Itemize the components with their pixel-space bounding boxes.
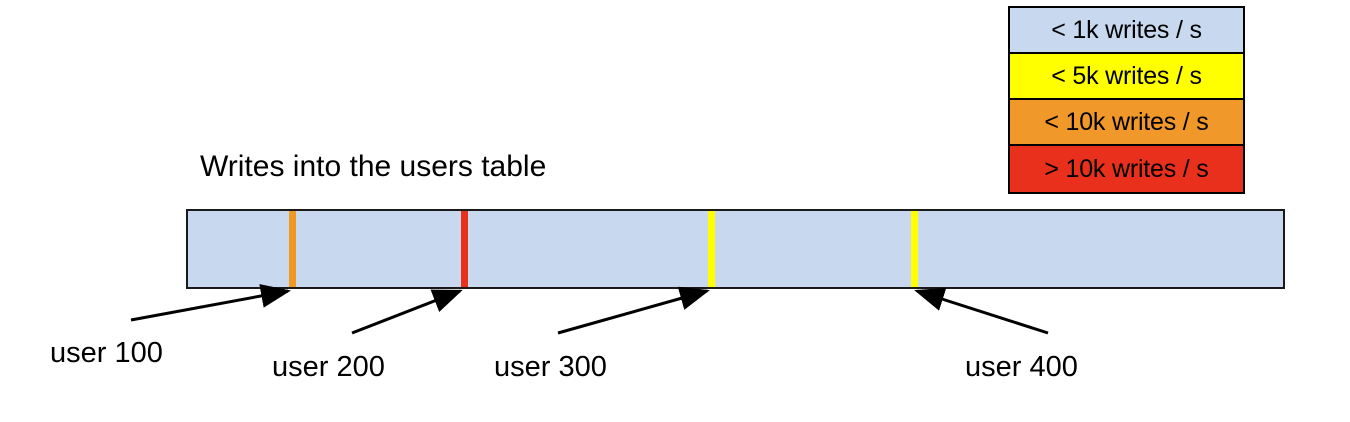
marker-stripe-user-300 bbox=[708, 211, 715, 287]
annotation-label-user-100: user 100 bbox=[50, 337, 163, 369]
legend: < 1k writes / s < 5k writes / s < 10k wr… bbox=[1008, 6, 1245, 194]
legend-label-over-10k: > 10k writes / s bbox=[1044, 154, 1209, 183]
annotation-label-user-200: user 200 bbox=[272, 351, 385, 383]
chart-title: Writes into the users table bbox=[200, 150, 547, 183]
legend-row-over-10k: > 10k writes / s bbox=[1010, 146, 1243, 192]
legend-row-under-10k: < 10k writes / s bbox=[1010, 100, 1243, 146]
arrow-user-400 bbox=[914, 287, 1049, 335]
marker-stripe-user-400 bbox=[911, 211, 918, 287]
legend-label-under-1k: < 1k writes / s bbox=[1051, 15, 1202, 44]
marker-stripe-user-200 bbox=[461, 211, 468, 287]
users-table-band bbox=[186, 209, 1285, 289]
annotation-label-user-400: user 400 bbox=[965, 351, 1078, 383]
marker-stripe-user-100 bbox=[289, 211, 296, 287]
legend-row-under-5k: < 5k writes / s bbox=[1010, 54, 1243, 100]
arrow-user-300 bbox=[557, 286, 710, 335]
legend-label-under-10k: < 10k writes / s bbox=[1044, 107, 1209, 136]
arrow-user-200 bbox=[351, 289, 463, 335]
legend-label-under-5k: < 5k writes / s bbox=[1051, 61, 1202, 90]
arrow-user-100 bbox=[130, 284, 291, 322]
legend-row-under-1k: < 1k writes / s bbox=[1010, 8, 1243, 54]
annotation-label-user-300: user 300 bbox=[494, 351, 607, 383]
